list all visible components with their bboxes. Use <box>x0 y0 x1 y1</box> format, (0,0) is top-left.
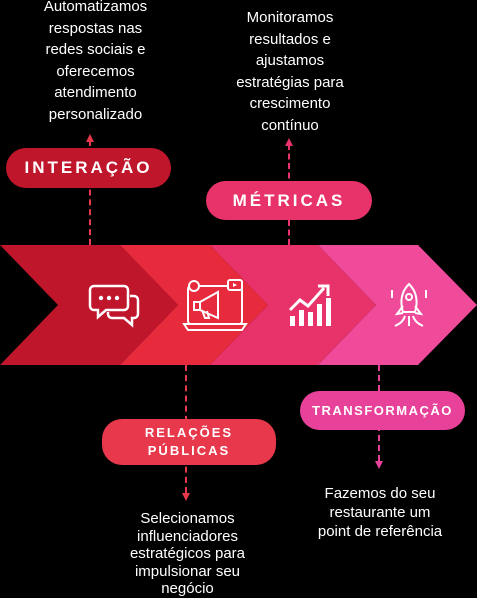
interacao-label-pill: INTERAÇÃO <box>6 148 171 188</box>
transformacao-description: Fazemos do seu restaurante um point de r… <box>317 485 443 540</box>
interacao-description: Automatizamos respostas nas redes sociai… <box>43 0 148 123</box>
rocket-icon <box>391 282 427 327</box>
growth-chart-icon <box>288 284 331 326</box>
segment-transformacao <box>318 245 477 365</box>
megaphone-laptop-icon <box>182 279 248 331</box>
metricas-description: Monitoramos resultados e ajustamos estra… <box>236 9 344 134</box>
relacoes-publicas-description: Selecionamos influenciadores estratégico… <box>129 510 246 597</box>
transformacao-arrow-head <box>375 461 383 469</box>
chat-bubbles-icon <box>88 284 140 328</box>
metricas-arrow-head <box>285 138 293 146</box>
relacoes-publicas-arrow-head <box>182 493 190 501</box>
transformacao-label-pill: TRANSFORMAÇÃO <box>300 391 465 430</box>
interacao-arrow-head <box>86 134 94 142</box>
metricas-label-pill: MÉTRICAS <box>206 181 372 220</box>
relacoes-publicas-label-pill: RELAÇÕES PÚBLICAS <box>102 419 276 465</box>
interacao-connector <box>89 140 91 245</box>
